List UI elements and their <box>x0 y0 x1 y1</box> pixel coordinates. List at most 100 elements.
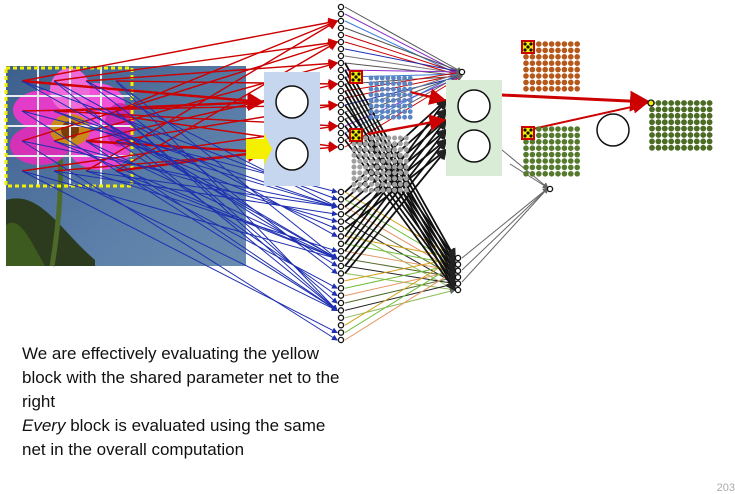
red-connection <box>21 17 339 82</box>
layer2-connection <box>344 34 463 76</box>
layer2-connection <box>344 257 456 326</box>
output-node <box>647 99 655 107</box>
neuron-node <box>337 233 345 240</box>
layer2-connection <box>344 281 456 311</box>
layer2-connection <box>344 213 456 278</box>
red-connection <box>21 79 265 110</box>
neuron-node <box>337 108 345 116</box>
layer2-connection <box>344 62 463 79</box>
blue-connection <box>115 80 338 312</box>
neuron-circle-icon <box>275 85 309 119</box>
blue-connection <box>53 80 338 312</box>
red-connection <box>115 41 339 172</box>
blue-connection <box>53 110 338 230</box>
neuron-node <box>337 262 345 270</box>
yellow-block-outline <box>4 66 134 188</box>
red-connection <box>367 114 447 136</box>
blue-connection <box>85 140 338 311</box>
blue-connection <box>115 140 338 209</box>
red-connection <box>115 145 265 173</box>
shared-net-box-2 <box>446 80 502 176</box>
neuron-node <box>337 203 345 211</box>
black-connection <box>344 139 457 292</box>
layer2-connection <box>344 6 463 73</box>
blue-connection <box>53 170 338 311</box>
neuron-node <box>337 101 345 109</box>
neuron-node <box>337 270 345 277</box>
neuron-node <box>458 68 466 76</box>
neuron-node <box>337 284 345 292</box>
neuron-node <box>337 73 345 81</box>
neuron-node <box>337 3 345 11</box>
neuron-node <box>454 280 462 287</box>
blue-connection <box>21 80 338 260</box>
neuron-node <box>337 255 345 262</box>
neuron-node <box>337 31 345 39</box>
blue-connection <box>21 170 338 334</box>
red-connection <box>409 88 447 105</box>
layer2-connection <box>344 228 456 291</box>
blue-connection <box>85 140 338 260</box>
filter-patch-icon <box>521 126 535 140</box>
feature-map-grids <box>349 40 713 193</box>
neuron-node <box>337 52 345 60</box>
layer2-connection <box>344 258 456 280</box>
filter-patch-icon <box>349 70 363 84</box>
blue-connection <box>85 170 338 253</box>
neuron-node <box>337 307 345 314</box>
layer2-connection <box>344 235 456 260</box>
neuron-node <box>337 115 345 123</box>
blue-connection <box>115 170 338 289</box>
blue-connection <box>53 110 338 209</box>
neuron-node <box>546 185 554 193</box>
gray-connection <box>461 187 549 271</box>
blue-connection <box>85 110 338 260</box>
shared-net-box-1 <box>264 72 320 186</box>
neuron-node <box>337 24 345 32</box>
neuron-node <box>337 17 345 25</box>
red-connection <box>527 99 647 131</box>
blue-connection <box>53 170 338 217</box>
neuron-node <box>337 66 345 74</box>
blue-connection <box>53 140 338 224</box>
neuron-node <box>454 254 462 262</box>
neuron-node <box>337 188 345 196</box>
filter-patch-icon <box>521 40 535 54</box>
neuron-node <box>454 267 462 275</box>
layer2-connection <box>344 27 463 74</box>
gray-connection <box>461 187 549 283</box>
neuron-node <box>454 273 462 281</box>
neuron-circle-icon <box>275 137 309 171</box>
neuron-node <box>337 336 345 344</box>
layer2-connection <box>344 268 456 297</box>
filter-patch-icon <box>349 128 363 142</box>
blue-connection <box>115 170 338 260</box>
layer2-connection <box>344 263 456 334</box>
black-connection <box>344 148 448 274</box>
neuron-circle-icon <box>457 129 491 163</box>
layer2-connection <box>344 270 456 341</box>
black-connection <box>344 138 448 267</box>
layer2-connection <box>344 288 456 319</box>
neuron-node <box>337 225 345 233</box>
neuron-node <box>337 277 345 285</box>
layer2-connection <box>344 250 456 273</box>
page-number: 203 <box>716 482 735 494</box>
yellow-arrow-icon <box>246 133 272 165</box>
gray-connection <box>461 187 549 259</box>
caption-paragraph-2: Every block is evaluated using the same … <box>22 414 352 462</box>
black-connection <box>344 125 457 279</box>
layer2-connection <box>344 262 456 289</box>
neuron-node <box>337 129 345 137</box>
feature-map-gray <box>351 135 409 193</box>
blue-connection <box>21 140 338 209</box>
layer2-connection <box>344 265 456 286</box>
caption-paragraph-1: We are effectively evaluating the yellow… <box>22 344 340 411</box>
neuron-node <box>337 122 345 130</box>
neuron-node <box>337 38 345 46</box>
blue-connection <box>115 110 338 312</box>
layer2-connection <box>344 71 463 78</box>
neuron-node <box>337 45 345 53</box>
red-connection <box>85 20 339 172</box>
